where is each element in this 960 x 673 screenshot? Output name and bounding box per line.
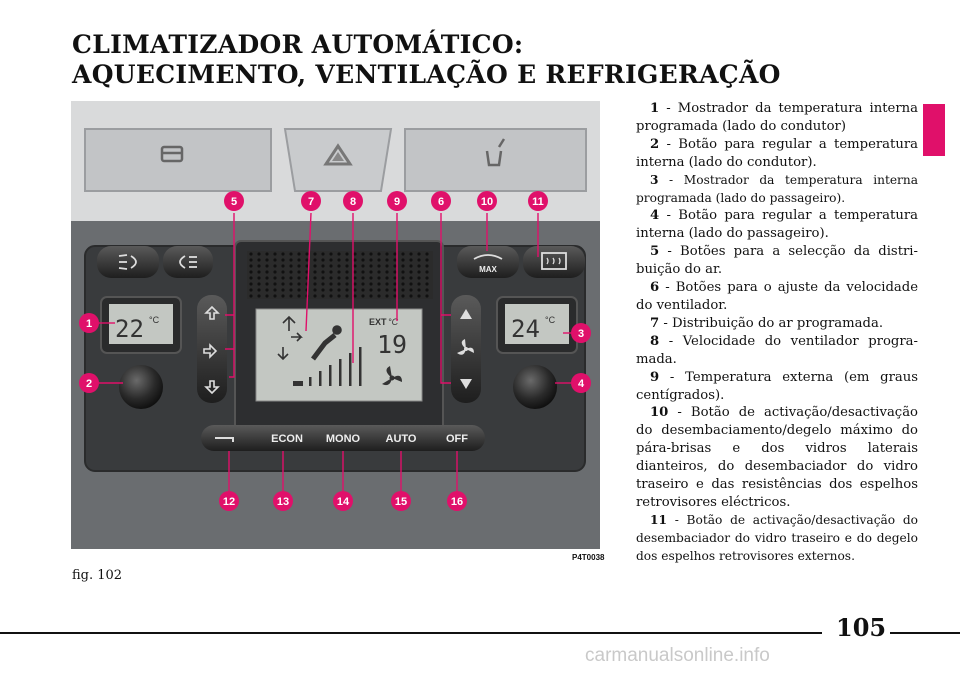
legend-item-2: 2 - Botão para regular a tempera­tura in…: [636, 136, 919, 170]
callout-15: 15: [395, 496, 407, 508]
legend-item-1: 1 - Mostrador da temperatura in­terna pr…: [636, 101, 918, 134]
climate-panel-illustration: MAX EXT °C 19: [71, 101, 600, 549]
title-line-1: CLIMATIZADOR AUTOMÁTICO:: [72, 30, 524, 59]
watermark: carmanualsonline.info: [585, 645, 770, 666]
front-fog-button: [97, 246, 159, 278]
legend-item-10: 10 - Botão de activação/desactiva­ção do…: [636, 405, 918, 510]
footer-rule-right: [890, 632, 960, 634]
auto-label: AUTO: [386, 433, 417, 445]
left-temp-value: 22: [115, 315, 144, 343]
ext-label: EXT: [369, 317, 387, 327]
callout-9: 9: [394, 196, 400, 208]
speaker-grille: [247, 251, 433, 299]
off-label: OFF: [446, 433, 468, 445]
max-defrost-button: [457, 246, 519, 278]
upper-switch-right: [404, 128, 587, 192]
right-temp-unit: °C: [545, 315, 556, 325]
figure-code: P4T0038: [572, 553, 605, 562]
legend-item-5: 5 - Botões para a selecção da distri­bui…: [636, 244, 918, 278]
left-temp-knob: [119, 365, 163, 409]
callout-13: 13: [277, 496, 289, 508]
callout-16: 16: [451, 496, 463, 508]
callout-1: 1: [86, 318, 92, 330]
econ-label: ECON: [271, 433, 303, 445]
recirculation-icon: [215, 437, 234, 442]
window-icon: [160, 145, 184, 163]
legend-item-3: 3 - Mostrador da temperatura interna pro…: [636, 172, 918, 205]
callout-4: 4: [578, 378, 585, 390]
callout-12: 12: [223, 496, 235, 508]
fan-icon: [382, 366, 402, 386]
page-number: 105: [836, 613, 887, 642]
legend-item-9: 9 - Temperatura externa (em graus centíg…: [636, 369, 918, 403]
callout-7: 7: [308, 196, 314, 208]
cup-icon: [485, 138, 506, 167]
ext-temp-display: 19: [377, 330, 407, 359]
climate-control-figure: MAX EXT °C 19: [71, 101, 600, 549]
section-tab-marker: [923, 104, 945, 156]
callout-3: 3: [578, 328, 584, 340]
callout-5: 5: [231, 196, 237, 208]
right-temp-value: 24: [511, 315, 540, 343]
left-temp-lcd: [109, 304, 173, 344]
max-label: MAX: [479, 265, 497, 274]
callout-8: 8: [350, 196, 356, 208]
callout-leader-lines: [99, 212, 571, 491]
bottom-button-row: [201, 425, 485, 451]
legend-item-8: 8 - Velocidade do ventilador progra­mada…: [636, 333, 918, 367]
figure-caption: fig. 102: [72, 568, 123, 583]
legend-list: 1 - Mostrador da temperatura in­terna pr…: [636, 100, 918, 566]
rear-fog-button: [163, 246, 213, 278]
page-title: CLIMATIZADOR AUTOMÁTICO: AQUECIMENTO, VE…: [72, 30, 781, 90]
title-line-2: AQUECIMENTO, VENTILAÇÃO E REFRIGERAÇÃO: [72, 60, 781, 89]
right-temp-lcd: [505, 304, 569, 344]
air-distribution-icon: [277, 315, 342, 361]
mono-label: MONO: [326, 433, 361, 445]
hazard-triangle-icon: [323, 143, 353, 166]
footer-rule-left: [0, 632, 822, 634]
callout-10: 10: [481, 196, 493, 208]
left-temp-unit: °C: [149, 315, 160, 325]
legend-item-11: 11 - Botão de activação/desactivação do …: [636, 512, 918, 563]
ext-unit: °C: [388, 317, 399, 327]
air-distribution-buttons: [197, 295, 227, 403]
callout-11: 11: [532, 196, 544, 208]
legend-item-4: 4 - Botão para regular a tempera­tura in…: [636, 208, 919, 242]
legend-item-6: 6 - Botões para o ajuste da veloci­dade …: [636, 280, 918, 313]
callout-2: 2: [86, 378, 92, 390]
callout-6: 6: [438, 196, 444, 208]
callout-14: 14: [337, 496, 350, 508]
right-temp-knob: [513, 365, 557, 409]
fan-speed-bars: [293, 347, 362, 386]
legend-item-7: 7 - Distribuição do ar programada.: [650, 315, 884, 331]
